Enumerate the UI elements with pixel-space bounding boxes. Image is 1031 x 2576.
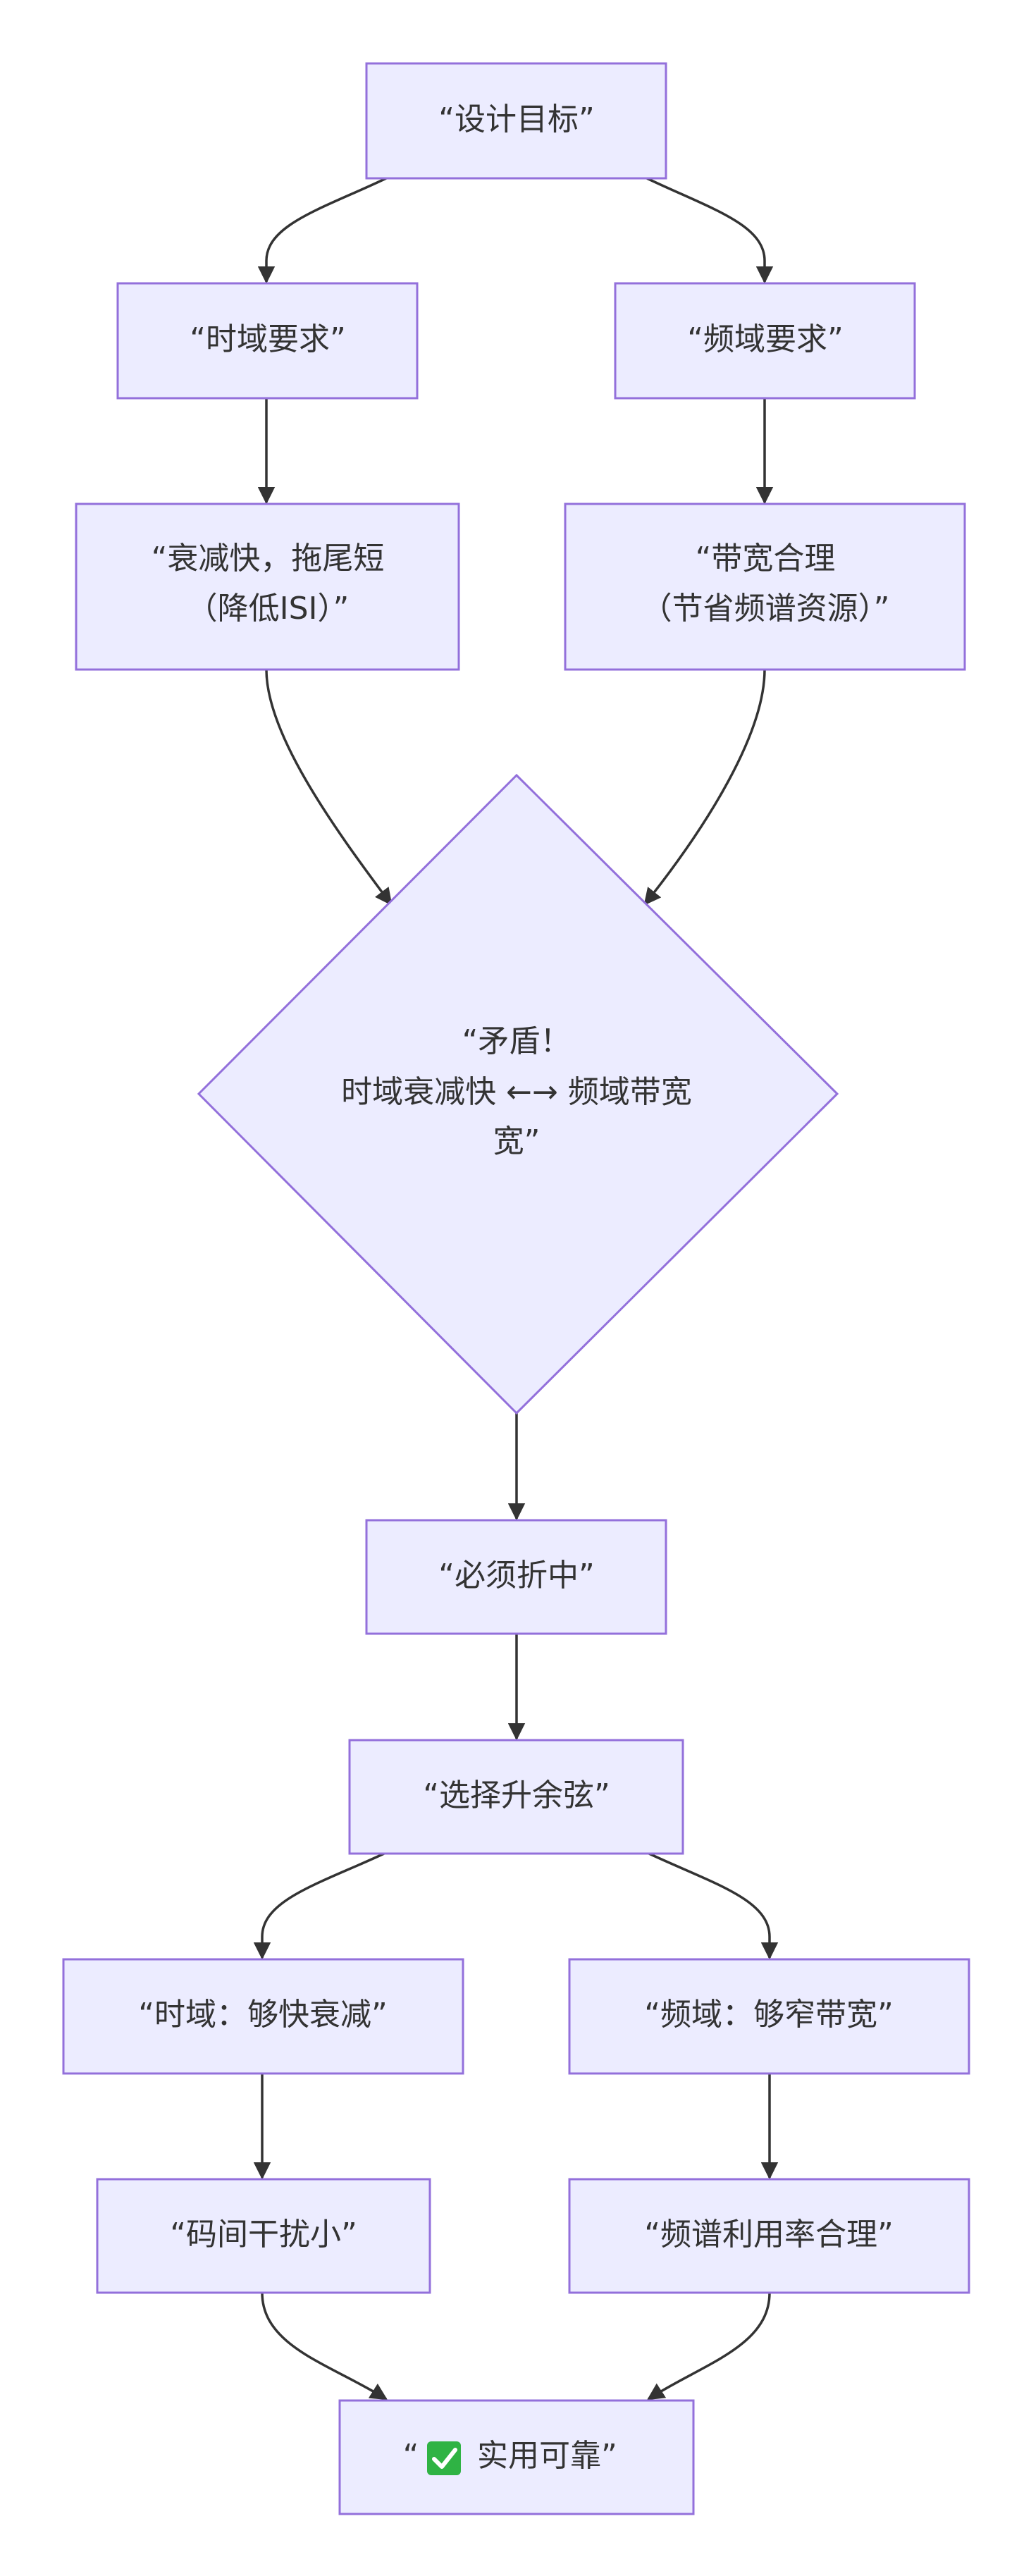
edge-low-isi-to-final: [261, 2292, 388, 2401]
node-final: “ 实用可靠”: [338, 2399, 695, 2515]
node-freq-ok: “频域：够窄带宽”: [568, 1958, 970, 2075]
node-compromise: “必须折中”: [365, 1519, 667, 1635]
node-time-detail: “衰减快，拖尾短 （降低ISI）”: [75, 503, 460, 671]
node-spectrum-ok: “频谱利用率合理”: [568, 2178, 970, 2294]
node-choose: “选择升余弦”: [348, 1739, 684, 1855]
edge-choose-to-freq-ok: [648, 1852, 779, 1960]
node-time-detail-line1: “衰减快，拖尾短: [152, 541, 385, 577]
node-compromise-label: “必须折中”: [438, 1558, 595, 1594]
node-time-req-label: “时域要求”: [190, 321, 346, 357]
node-conflict-line1: “矛盾！: [462, 1023, 572, 1059]
node-freq-req-label: “频域要求”: [687, 321, 844, 357]
node-time-req: “时域要求”: [116, 282, 419, 400]
edge-freq-detail-to-conflict: [643, 669, 766, 906]
edge-spectrum-ok-to-final: [646, 2292, 771, 2401]
node-spectrum-ok-label: “频谱利用率合理”: [644, 2217, 894, 2253]
node-conflict-line2: 时域衰减快 ←→ 频域带宽: [341, 1074, 692, 1110]
edge-goal-to-time-req: [257, 177, 387, 284]
node-time-detail-line2: （降低ISI）”: [187, 591, 350, 627]
node-final-open-quote: “: [403, 2438, 419, 2474]
node-low-isi-label: “码间干扰小”: [170, 2217, 357, 2253]
node-conflict: “矛盾！ 时域衰减快 ←→ 频域带宽 宽”: [197, 773, 839, 1415]
edges: [253, 177, 779, 2401]
node-choose-label: “选择升余弦”: [423, 1777, 610, 1813]
edge-choose-to-time-ok: [253, 1852, 385, 1960]
node-time-ok-label: “时域：够快衰减”: [138, 1997, 388, 2033]
node-freq-detail-line1: “带宽合理: [696, 541, 836, 577]
node-freq-detail: “带宽合理 （节省频谱资源）”: [564, 503, 966, 671]
node-freq-detail-line2: （节省频谱资源）”: [641, 591, 890, 627]
node-goal: “设计目标”: [365, 62, 667, 180]
node-goal-label: “设计目标”: [438, 101, 595, 137]
node-final-label: 实用可靠”: [477, 2438, 617, 2474]
check-mark-icon: [427, 2441, 461, 2475]
node-low-isi: “码间干扰小”: [96, 2178, 431, 2294]
edge-goal-to-freq-req: [646, 177, 774, 284]
edge-time-detail-to-conflict: [265, 669, 393, 906]
node-conflict-line3: 宽”: [493, 1123, 541, 1159]
node-time-ok: “时域：够快衰减”: [62, 1958, 464, 2075]
node-freq-ok-label: “频域：够窄带宽”: [644, 1997, 894, 2033]
node-freq-req: “频域要求”: [614, 282, 916, 400]
